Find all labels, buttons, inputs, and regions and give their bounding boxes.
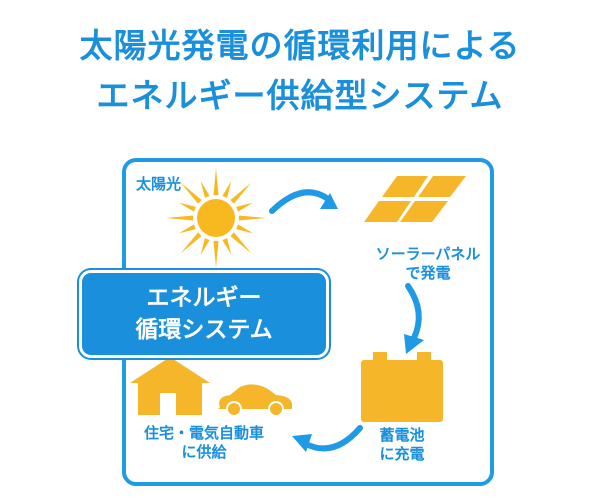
battery-label-line1: 蓄電池: [379, 426, 425, 444]
panel-label-line1: ソーラーパネル: [375, 245, 481, 263]
solar-panel-icon: [364, 176, 466, 222]
sun-ray: [230, 182, 252, 204]
arrow-icon: [269, 189, 338, 214]
sun-ray: [179, 224, 196, 234]
sun-ray: [236, 202, 253, 212]
car-icon: [218, 384, 292, 417]
panel-label-line2: で発電: [405, 264, 451, 282]
sun-ray: [222, 181, 232, 198]
home-label-line2: に供給: [181, 443, 227, 461]
battery-icon: [361, 352, 443, 422]
arrow-icon: [292, 425, 363, 452]
sun-ray: [200, 181, 210, 198]
sun-label: 太陽光: [136, 175, 182, 193]
sun-ray: [213, 168, 219, 196]
sun-ray: [222, 238, 232, 255]
sun-ray: [238, 215, 266, 221]
battery-label-line2: に充電: [379, 445, 425, 463]
center-badge: エネルギー 循環システム: [79, 270, 329, 358]
sun-ray: [230, 232, 252, 254]
house-icon: [130, 357, 210, 415]
sun-ray: [213, 240, 219, 268]
sun-ray: [236, 224, 253, 234]
sun-ray: [166, 215, 194, 221]
sun-icon: [166, 168, 266, 268]
sun-ray: [200, 238, 210, 255]
page-title: 太陽光発電の循環利用による: [79, 26, 521, 65]
sun-ray: [180, 182, 202, 204]
page-subtitle: エネルギー供給型システム: [96, 76, 504, 115]
home-label-line1: 住宅・電気自動車: [143, 424, 264, 442]
sun-ray: [179, 202, 196, 212]
center-line2: 循環システム: [135, 317, 273, 343]
sun-ray: [180, 232, 202, 254]
arrow-icon: [404, 283, 424, 354]
center-line1: エネルギー: [146, 285, 262, 311]
